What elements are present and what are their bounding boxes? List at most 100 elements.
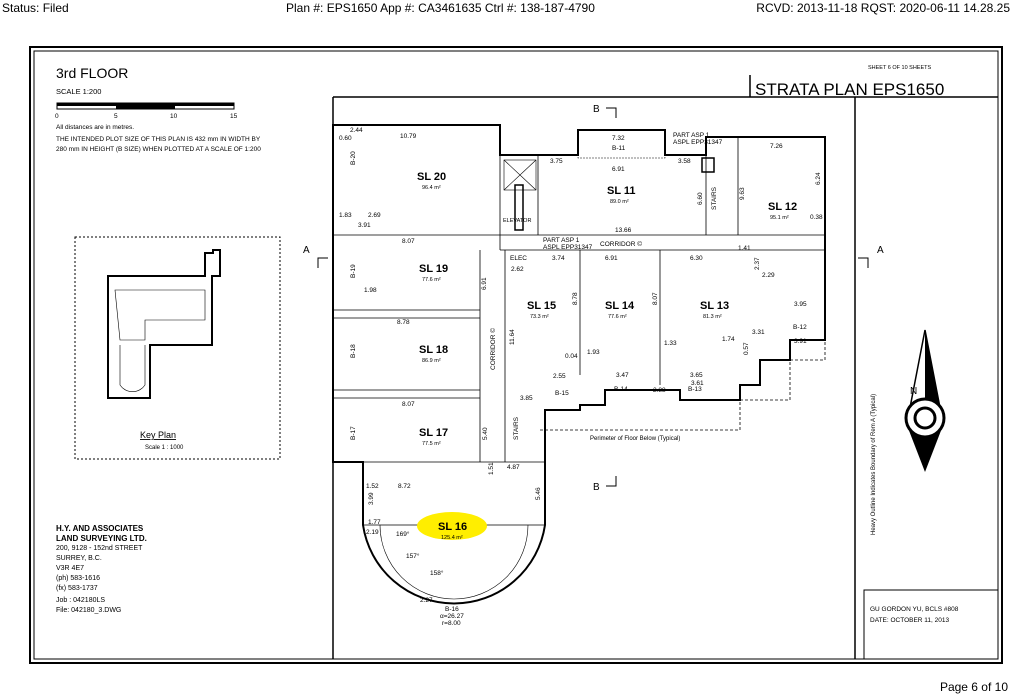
svg-text:125.4 m²: 125.4 m² [441, 535, 463, 541]
dim: 5.46 [535, 487, 542, 500]
dim: 3.91 [794, 338, 807, 345]
dim: 8.07 [652, 292, 659, 305]
svg-text:SL 18: SL 18 [419, 344, 448, 356]
b16-radius: r=8.00 [442, 620, 461, 627]
svg-text:95.1 m²: 95.1 m² [770, 215, 789, 221]
dim: 3.99 [368, 492, 375, 505]
dim: 158° [430, 569, 444, 577]
company-name-1: H.Y. AND ASSOCIATES [56, 524, 144, 533]
svg-text:SL 13: SL 13 [700, 300, 729, 312]
dim: 5.40 [482, 427, 489, 440]
dim: 7.26 [770, 143, 783, 150]
north-label: N [910, 386, 917, 397]
dim: 0.04 [565, 353, 578, 360]
svg-text:SL 14: SL 14 [605, 300, 635, 312]
svg-text:SL 12: SL 12 [768, 201, 797, 213]
dim: 3.65 [690, 372, 703, 379]
b19-label: B-19 [350, 264, 357, 278]
dim: 3.95 [794, 301, 807, 308]
b13-label: B-13 [688, 386, 702, 393]
b18-label: B-18 [350, 344, 357, 358]
elec-label: ELEC [510, 255, 527, 262]
dim: 2.55 [553, 373, 566, 380]
file-name: File: 042180_3.DWG [56, 607, 122, 614]
dim: 7.32 [612, 135, 625, 142]
dim: 1.51 [488, 462, 495, 475]
dim: 8.78 [397, 319, 410, 326]
scale-tick: 15 [230, 113, 238, 120]
plot-note-2: 280 mm IN HEIGHT (B SIZE) WHEN PLOTTED A… [56, 146, 261, 153]
section-a-left: A [303, 245, 310, 256]
dim: 3.58 [678, 158, 691, 165]
stairs-label-2: STAIRS [711, 186, 718, 210]
dim: 0.38 [810, 214, 823, 221]
surveyor-signature: GU GORDON YU, BCLS #808 [870, 606, 959, 613]
dim: 9.63 [739, 187, 746, 200]
unit-sl12: SL 12 95.1 m² [768, 201, 797, 221]
b12-label: B-12 [793, 324, 807, 331]
dim: 169° [396, 530, 410, 538]
dim: 8.78 [572, 292, 579, 305]
b20-label: B-20 [350, 151, 357, 165]
perimeter-label: Perimeter of Floor Below (Typical) [590, 436, 680, 442]
elevator-label: ELEVATOR [503, 218, 531, 224]
dim: 1.41 [738, 245, 751, 252]
dim: 6.91 [481, 277, 488, 290]
scale-text: SCALE 1:200 [56, 87, 101, 96]
dim: 2.44 [350, 127, 363, 134]
dim: 2.69 [368, 212, 381, 219]
dim: 1.83 [339, 212, 352, 219]
svg-text:86.9 m²: 86.9 m² [422, 358, 441, 364]
b16-label: B-16 [445, 606, 459, 613]
dim: 6.91 [605, 255, 618, 262]
phone: (ph) 583-1616 [56, 575, 100, 582]
asp-label-2: PART ASP 1 [543, 237, 580, 244]
section-b-top: B [593, 104, 600, 115]
aspl-label: ASPL EPP31347 [673, 139, 723, 146]
b11-label: B-11 [612, 145, 626, 152]
dim: 3.74 [552, 255, 565, 262]
dim: 1.77 [368, 519, 381, 526]
section-b-bottom: B [593, 482, 600, 493]
dim: 11.64 [509, 329, 516, 345]
plan-info-text: Plan #: EPS1650 App #: CA3461635 Ctrl #:… [286, 1, 595, 15]
dim: 3.31 [752, 329, 765, 336]
dim: 2.88 [653, 387, 666, 394]
scale-bar: 0 5 10 15 [55, 102, 238, 120]
dim: 0.57 [743, 342, 750, 355]
dim: 13.66 [615, 227, 632, 234]
dim: 10.79 [400, 133, 417, 140]
asp-label: PART ASP 1 [673, 132, 710, 139]
dim: 2.29 [762, 272, 775, 279]
outer-border [29, 46, 1003, 664]
address-1: 200, 9128 - 152nd STREET [56, 545, 143, 552]
corridor-label: CORRIDOR © [600, 240, 642, 248]
address-2: SURREY, B.C. [56, 555, 102, 562]
dim: 6.30 [690, 255, 703, 262]
dim: 8.07 [402, 238, 415, 245]
received-text: RCVD: 2013-11-18 RQST: 2020-06-11 14.28.… [756, 1, 1010, 15]
postal-code: V3R 4E7 [56, 565, 85, 572]
page-number: Page 6 of 10 [939, 680, 1008, 694]
scale-tick: 0 [55, 113, 59, 120]
distances-note: All distances are in metres. [56, 124, 134, 131]
dim: 2.62 [511, 266, 524, 273]
scale-tick: 5 [114, 113, 118, 120]
dim: 3.75 [550, 158, 563, 165]
unit-sl18: SL 18 86.9 m² [419, 344, 448, 364]
dim: 2.37 [754, 257, 761, 270]
key-plan-scale: Scale 1 : 1000 [145, 445, 184, 451]
plan-title: STRATA PLAN EPS1650 [755, 80, 944, 99]
key-plan: Key Plan Scale 1 : 1000 [74, 236, 281, 460]
plot-note-1: THE INTENDED PLOT SIZE OF THIS PLAN IS 4… [56, 136, 261, 143]
company-name-2: LAND SURVEYING LTD. [56, 534, 147, 543]
dim: 6.24 [815, 172, 822, 185]
